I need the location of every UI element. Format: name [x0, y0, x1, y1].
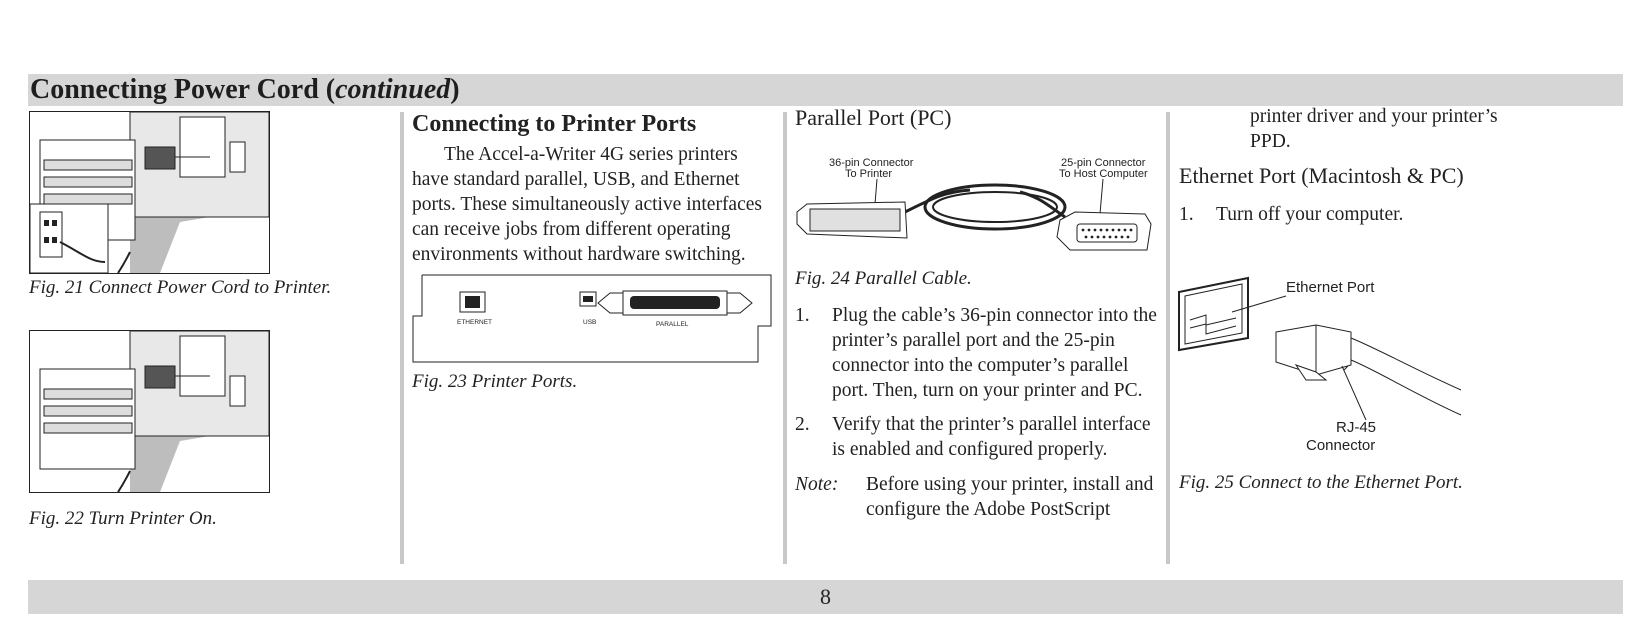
step-text: Plug the cable’s 36-pin connector into t…: [832, 305, 1157, 401]
driver-continued-text: printer driver and your printer’s PPD.: [1250, 106, 1498, 152]
column-divider: [1166, 112, 1170, 564]
section-title-text: Connecting Power Cord (: [30, 74, 336, 105]
list-item: 1. Turn off your computer.: [1179, 202, 1599, 227]
fig25-rj45-label-1: RJ-45: [1336, 419, 1376, 436]
fig23-parallel-label: PARALLEL: [656, 321, 689, 328]
list-item: 1. Plug the cable’s 36-pin connector int…: [795, 303, 1163, 403]
fig21-caption: Fig. 21 Connect Power Cord to Printer.: [29, 277, 332, 298]
note: Note: Before using your printer, install…: [795, 472, 1163, 522]
parallel-column: Parallel Port (PC): [795, 104, 1160, 132]
section-title-italic: continued: [335, 74, 451, 105]
parallel-heading: Parallel Port (PC): [795, 105, 952, 130]
section-header-band: Connecting Power Cord (continued): [28, 74, 1623, 106]
fig24-caption: Fig. 24 Parallel Cable.: [795, 268, 972, 289]
ports-paragraph: The Accel-a-Writer 4G series printers ha…: [412, 144, 762, 265]
fig23-ethernet-label: ETHERNET: [457, 319, 492, 326]
ethernet-heading: Ethernet Port (Macintosh & PC): [1179, 163, 1464, 188]
step-number: 2.: [795, 414, 810, 435]
fig24-left-label-2: To Printer: [845, 168, 892, 180]
fig23-illustration: ETHERNET USB PARALLEL: [412, 274, 774, 364]
fig23-caption: Fig. 23 Printer Ports.: [412, 371, 578, 392]
fig22-caption: Fig. 22 Turn Printer On.: [29, 508, 217, 529]
note-label: Note:: [795, 474, 839, 495]
fig24-left-label-1: 36-pin Connector: [829, 157, 914, 169]
note-text: Before using your printer, install and c…: [866, 474, 1154, 520]
fig24-right-label-1: 25-pin Connector: [1061, 157, 1146, 169]
fig22-illustration: [29, 330, 270, 493]
column-divider: [783, 112, 787, 564]
section-title-close: ): [450, 74, 460, 105]
page-number: 8: [820, 584, 831, 609]
step-text: Turn off your computer.: [1216, 204, 1404, 225]
fig25-rj45-label-2: Connector: [1306, 437, 1375, 454]
fig25-illustration: Ethernet Port RJ-45 Connector: [1176, 270, 1466, 460]
ports-column: Connecting to Printer Ports The Accel-a-…: [412, 110, 768, 267]
list-item: 2. Verify that the printer’s parallel in…: [795, 412, 1163, 462]
parallel-steps: 1. Plug the cable’s 36-pin connector int…: [795, 303, 1163, 522]
ports-heading: Connecting to Printer Ports: [412, 111, 697, 137]
step-text: Verify that the printer’s parallel inter…: [832, 414, 1151, 460]
footer-band: 8: [28, 580, 1623, 614]
fig23-usb-label: USB: [583, 319, 596, 326]
step-number: 1.: [1179, 204, 1194, 225]
fig24-illustration: 36-pin Connector To Printer 25-pin Conne…: [795, 152, 1157, 262]
column-divider: [400, 112, 404, 564]
fig24-right-label-2: To Host Computer: [1059, 168, 1148, 180]
section-title: Connecting Power Cord (continued): [28, 74, 1623, 106]
fig21-illustration: [29, 111, 270, 274]
fig25-port-label: Ethernet Port: [1286, 279, 1375, 296]
step-number: 1.: [795, 305, 810, 326]
fig25-caption: Fig. 25 Connect to the Ethernet Port.: [1179, 472, 1463, 493]
